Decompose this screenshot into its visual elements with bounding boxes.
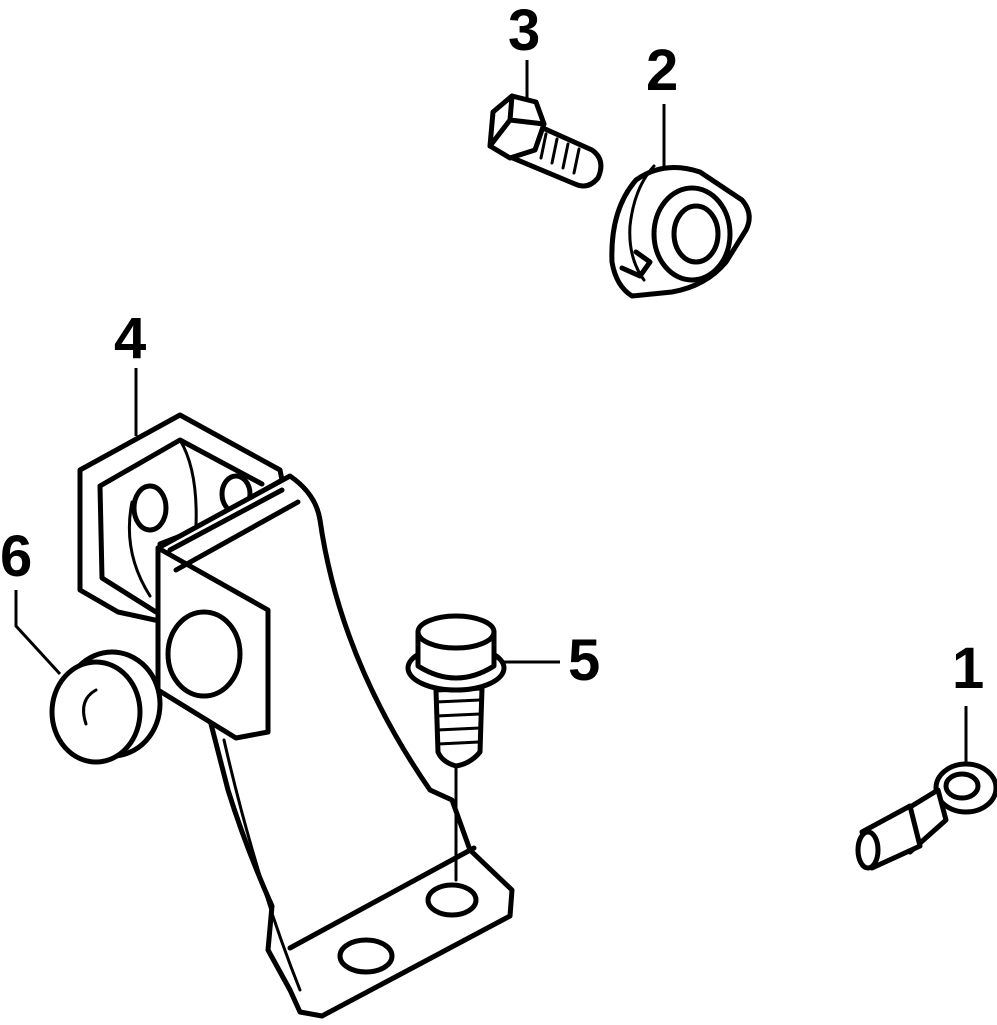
part-2-clamp <box>609 164 752 299</box>
callout-3: 3 <box>508 0 541 63</box>
part-6-grommet <box>49 649 163 765</box>
callout-6: 6 <box>0 524 33 589</box>
leader-6 <box>14 590 62 676</box>
leader-lines <box>14 60 968 764</box>
part-4-bracket <box>77 412 515 1019</box>
part-1-terminal <box>855 761 997 871</box>
callout-2: 2 <box>646 38 679 103</box>
part-5-bolt <box>405 613 507 882</box>
callout-5: 5 <box>568 628 601 693</box>
part-3-bolt <box>487 93 604 189</box>
callout-4: 4 <box>114 306 147 371</box>
callout-1: 1 <box>952 636 985 701</box>
